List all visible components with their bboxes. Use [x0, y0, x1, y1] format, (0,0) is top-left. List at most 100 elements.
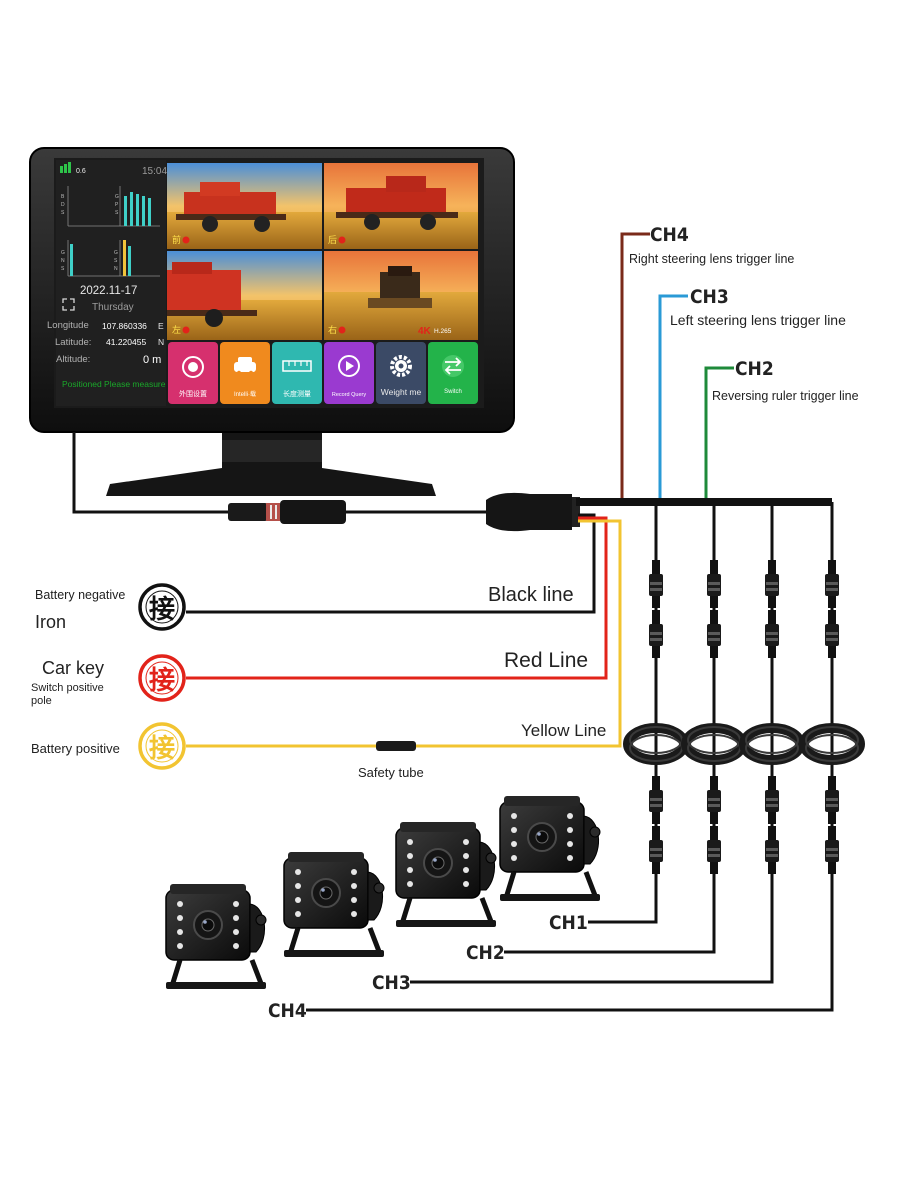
- svg-text:N: N: [61, 258, 65, 264]
- camera-view-rear[interactable]: 后: [324, 163, 478, 249]
- ch1-camera-wire: [588, 862, 658, 924]
- codec-label: H.265: [434, 328, 452, 335]
- svg-text:接: 接: [149, 594, 175, 624]
- ch4-trigger-wire: [620, 232, 650, 498]
- monitor: 0.6 15:04 B D S G P S G N S G S: [29, 147, 515, 496]
- cable-column-ch3: [739, 502, 805, 874]
- fullscreen-icon[interactable]: [62, 298, 75, 311]
- connector-upper: [649, 560, 663, 608]
- satellite-chart-top: B D S G P S: [61, 186, 160, 227]
- red-label-pole: pole: [31, 695, 52, 707]
- ch3-trigger-wire: [658, 294, 688, 498]
- connector-upper-mate: [765, 610, 779, 658]
- svg-text:S: S: [61, 266, 65, 272]
- svg-text:S: S: [61, 210, 65, 216]
- longitude-value: 107.860336: [102, 321, 147, 331]
- svg-text:接: 接: [149, 665, 175, 695]
- svg-text:G: G: [61, 250, 65, 256]
- red-label-switch-positive: Switch positive: [31, 682, 104, 694]
- connector-upper: [825, 560, 839, 608]
- view-label-front: 前: [172, 234, 181, 245]
- ch1-camera-label: CH1: [549, 912, 588, 934]
- cable-column-ch4: [799, 502, 865, 874]
- main-connector: [486, 492, 572, 532]
- svg-text:长度测量: 长度测量: [283, 389, 311, 398]
- trigger-lines: CH4 Right steering lens trigger line CH3…: [620, 224, 859, 498]
- fuse-label: Safety tube: [358, 765, 424, 780]
- app-button-3[interactable]: 长度测量: [272, 342, 322, 404]
- clock-time: 15:04: [142, 166, 167, 177]
- svg-text:Record Query: Record Query: [332, 392, 366, 398]
- car-icon: [234, 357, 256, 376]
- camera-cable-columns: [623, 502, 865, 874]
- red-line-name: Red Line: [504, 649, 588, 672]
- switch-icon: [442, 355, 464, 377]
- camera-view-right[interactable]: 右 4K H.265: [324, 251, 478, 340]
- camera-view-left[interactable]: 左: [167, 251, 322, 340]
- connector-lower: [707, 776, 721, 824]
- power-lines: 接 接 接 Battery negative Iron Black line C…: [31, 513, 622, 780]
- satellite-chart-bottom: G N S G S N: [61, 240, 160, 277]
- gear-icon: [390, 355, 412, 377]
- connector-lower: [649, 776, 663, 824]
- red-terminal-badge: 接: [138, 654, 186, 702]
- ch4-camera-wire: [306, 862, 834, 1012]
- connector-upper-mate: [825, 610, 839, 658]
- svg-text:Intelli·载: Intelli·载: [234, 390, 256, 398]
- camera-ch2: [396, 822, 496, 927]
- connector-lower: [765, 776, 779, 824]
- cable-column-ch1: [623, 502, 689, 874]
- ch4-trigger-label: CH4: [650, 224, 689, 246]
- svg-text:B: B: [61, 194, 65, 200]
- playback-icon: [338, 355, 360, 377]
- red-label-car-key: Car key: [42, 658, 104, 678]
- svg-text:P: P: [115, 202, 119, 208]
- black-terminal-badge: 接: [138, 583, 186, 631]
- latitude-value: 41.220455: [106, 337, 146, 347]
- ch2-trigger-desc: Reversing ruler trigger line: [712, 389, 859, 403]
- ch2-trigger-wire: [704, 366, 734, 498]
- longitude-dir: E: [158, 321, 164, 331]
- svg-text:接: 接: [149, 733, 175, 763]
- record-icon: [182, 356, 204, 378]
- svg-text:S: S: [114, 258, 118, 264]
- app-button-6[interactable]: Switch: [428, 342, 478, 404]
- ch2-trigger-label: CH2: [735, 358, 774, 380]
- app-button-1[interactable]: 外围设置: [168, 342, 218, 404]
- svg-text:D: D: [61, 202, 65, 208]
- black-label-battery-negative: Battery negative: [35, 588, 125, 602]
- app-button-2[interactable]: Intelli·载: [220, 342, 270, 404]
- svg-text:G: G: [115, 194, 119, 200]
- ch3-camera-wire: [410, 862, 774, 984]
- ch2-camera-wire: [504, 862, 716, 954]
- camera-wires: CH1 CH2 CH3 CH4: [268, 862, 834, 1022]
- app-button-4[interactable]: Record Query: [324, 342, 374, 404]
- cable-column-ch2: [681, 502, 747, 874]
- ch3-trigger-desc: Left steering lens trigger line: [670, 312, 846, 328]
- camera-view-front[interactable]: 前: [167, 163, 322, 249]
- latitude-dir: N: [158, 337, 164, 347]
- fuse-holder: [376, 741, 416, 751]
- cable-coil: [799, 723, 865, 765]
- black-wire: [186, 513, 596, 614]
- monitor-cable: [72, 432, 580, 532]
- ruler-icon: [282, 360, 312, 372]
- app-button-5[interactable]: Weight me: [376, 342, 426, 404]
- ch3-trigger-label: CH3: [690, 286, 729, 308]
- badge-4k: 4K: [418, 326, 432, 337]
- view-label-left: 左: [172, 324, 181, 335]
- view-label-rear: 后: [328, 235, 337, 245]
- svg-text:N: N: [114, 266, 118, 272]
- gps-panel: [56, 160, 166, 406]
- latitude-label: Latitude:: [55, 337, 91, 348]
- connector-lower: [825, 776, 839, 824]
- yellow-terminal-badge: 接: [138, 722, 186, 770]
- gps-date: 2022.11-17: [80, 285, 137, 297]
- signal-value: 0.6: [76, 168, 86, 175]
- ch4-trigger-desc: Right steering lens trigger line: [629, 252, 794, 266]
- ch3-camera-label: CH3: [372, 972, 411, 994]
- yellow-wire: [186, 519, 622, 748]
- altitude-value: 0 m: [143, 354, 161, 366]
